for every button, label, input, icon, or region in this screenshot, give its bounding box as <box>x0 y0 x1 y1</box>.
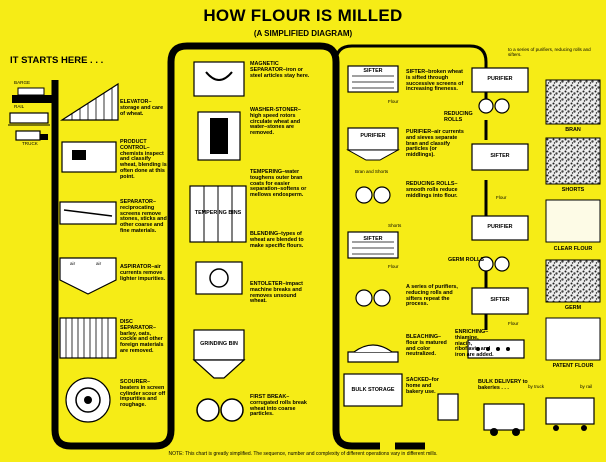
truck-icon <box>15 130 48 141</box>
product-clear-flour: CLEAR FLOUR <box>553 246 593 252</box>
flour-label-2: Flour <box>388 264 399 269</box>
step-first-break: FIRST BREAK–corrugated rolls break wheat… <box>250 394 307 418</box>
flour-label-4: Flour <box>508 321 519 326</box>
footnote: NOTE: This chart is greatly simplified. … <box>168 451 438 457</box>
step-repeat: A series of purifiers, reducing rolls an… <box>406 284 458 308</box>
delivery-truck-icon <box>483 403 525 436</box>
product-germ: GERM <box>564 305 582 311</box>
magnetic-separator-icon <box>193 61 245 97</box>
reducing-rolls-2-label: REDUCING ROLLS <box>444 111 473 123</box>
bran-shorts-label: Bran and Shorts <box>355 169 389 174</box>
aspirator-air-label: air <box>70 261 76 266</box>
step-scourer: SCOURER–beaters in screen cylinder scour… <box>120 379 166 409</box>
tempering-bins-icon <box>189 185 247 243</box>
grinding-bin-icon <box>192 329 246 379</box>
poster-title: HOW FLOUR IS MILLED <box>203 6 403 25</box>
product-control-icon <box>61 141 117 173</box>
bulk-storage-icon <box>343 373 403 407</box>
step-aspirator: ASPIRATOR–air currents remove lighter im… <box>120 264 166 282</box>
step-washer-stoner: WASHER-STONER–high speed rotors circulat… <box>250 107 301 137</box>
enriching-icon <box>467 339 525 359</box>
step-sacked: SACKED–for home and bakery use. <box>406 377 439 395</box>
flow-path-right <box>334 44 488 110</box>
germ-rolls-label: GERM ROLLS <box>448 257 484 263</box>
shorts-swatch <box>545 137 601 185</box>
step-reducing-rolls: REDUCING ROLLS–smooth rolls reduce middl… <box>406 181 458 199</box>
aspirator-icon <box>59 257 117 295</box>
germ-rolls-icon <box>478 256 510 272</box>
tempering-bins-label: TEMPERING BINS <box>194 210 242 216</box>
flour-label-1: Flour <box>388 99 399 104</box>
germ-swatch <box>545 259 601 303</box>
product-patent-flour: PATENT FLOUR <box>552 363 594 369</box>
elevator-icon <box>59 82 119 121</box>
grinding-bin-label: GRINDING BIN <box>200 341 238 347</box>
step-entoleter: ENTOLETER–impact machine breaks and remo… <box>250 281 303 305</box>
disc-separator-icon <box>59 317 117 359</box>
start-label: IT STARTS HERE . . . <box>10 55 104 66</box>
flow-path <box>51 42 425 450</box>
reducing-rolls-2-icon <box>478 98 510 114</box>
step-blending: BLENDING–types of wheat are blended to m… <box>250 231 304 249</box>
aspirator-air-label-2: air <box>96 261 102 266</box>
sifter-box-3 <box>471 143 529 171</box>
scourer-icon <box>65 377 111 423</box>
sifter-4-label: SIFTER <box>490 297 510 303</box>
entoleter-icon <box>195 261 243 295</box>
sifter-box-2 <box>347 231 399 259</box>
sifter-3-label: SIFTER <box>490 153 510 159</box>
reducing-rolls-icon <box>355 186 391 204</box>
purifier-1-label: PURIFIER <box>360 133 386 139</box>
bleaching-icon <box>347 344 399 363</box>
purifier-box-2 <box>471 67 529 93</box>
step-sifter: SIFTER–broken wheat is sifted through su… <box>406 69 464 93</box>
sack-icon <box>437 393 459 421</box>
purifier-box-1 <box>346 127 400 161</box>
sifter-2-label: SIFTER <box>363 236 383 242</box>
barge-icon <box>12 87 52 103</box>
step-separator: SEPARATOR–reciprocating screens remove s… <box>120 199 167 235</box>
repeat-rolls-icon <box>355 289 391 307</box>
sifter-box-4 <box>471 287 529 315</box>
product-bran: BRAN <box>565 127 581 133</box>
step-magnetic-separator: MAGNETIC SEPARATOR–iron or steel article… <box>250 61 310 79</box>
step-bleaching: BLEACHING–flour is matured and color neu… <box>406 334 447 358</box>
separator-icon <box>59 201 117 225</box>
washer-stoner-icon <box>197 111 241 161</box>
purifier-3-label: PURIFIER <box>487 224 513 230</box>
by-truck-label: by truck <box>528 384 545 389</box>
purifier-box-3 <box>471 215 529 241</box>
step-bulk-delivery: BULK DELIVERY to bakeries . . . <box>478 379 528 391</box>
bran-swatch <box>545 79 601 125</box>
step-purifier: PURIFIER–air currents and sieves separat… <box>406 129 464 159</box>
first-break-rolls-icon <box>196 398 244 422</box>
step-disc-separator: DISC SEPARATOR–barley, oats, cockle and … <box>120 319 164 355</box>
bulk-storage-label: BULK STORAGE <box>351 387 395 393</box>
barge-label: BARGE <box>14 80 31 85</box>
step-enriching: ENRICHING–thiamine, niacin, riboflavin a… <box>455 329 494 359</box>
product-shorts: SHORTS <box>561 187 585 193</box>
patent-flour-swatch <box>545 317 601 361</box>
sifter-box-1 <box>347 65 399 93</box>
purifier-2-label: PURIFIER <box>487 76 513 82</box>
by-rail-label: by rail <box>580 384 593 389</box>
step-product-control: PRODUCT CONTROL–chemists inspect and cla… <box>120 139 167 180</box>
step-elevator: ELEVATOR–storage and care of wheat. <box>120 99 164 117</box>
rail-car-icon <box>8 112 50 126</box>
clear-flour-swatch <box>545 199 601 243</box>
shorts-small-label: Shorts <box>388 223 402 228</box>
step-tempering: TEMPERING–water toughens outer bran coat… <box>250 169 307 199</box>
sifter-1-label: SIFTER <box>363 68 383 74</box>
truck-label: TRUCK <box>22 141 38 146</box>
rail-label: RAIL <box>14 104 25 109</box>
flour-label-3: Flour <box>496 195 507 200</box>
poster-subtitle: (A SIMPLIFIED DIAGRAM) <box>253 29 353 38</box>
col4-top-note: to a series of purifiers, reducing rolls… <box>508 47 591 57</box>
rail-tank-icon <box>545 397 595 431</box>
